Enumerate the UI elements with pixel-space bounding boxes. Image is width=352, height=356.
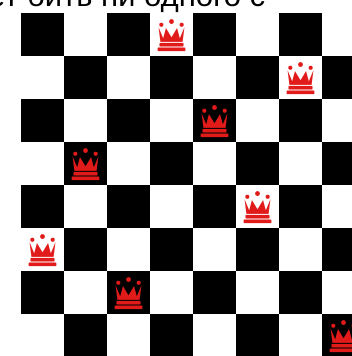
board-square: [193, 271, 236, 314]
queen-icon: [325, 317, 352, 354]
board-square: [279, 228, 322, 271]
chessboard: [21, 13, 352, 356]
board-square: [193, 314, 236, 356]
queen-icon: [153, 16, 190, 53]
caption-text: ет бить ни одного с: [0, 0, 352, 14]
board-square: [150, 228, 193, 271]
board-square: [322, 13, 352, 56]
board-square: [193, 228, 236, 271]
board-square: [150, 142, 193, 185]
board-square: [64, 56, 107, 99]
board-square: [279, 185, 322, 228]
board-square: [322, 314, 352, 356]
board-square: [21, 13, 64, 56]
queen-icon: [196, 102, 233, 139]
board-square: [279, 99, 322, 142]
board-square: [279, 13, 322, 56]
board-square: [107, 99, 150, 142]
board-square: [107, 56, 150, 99]
board-square: [107, 228, 150, 271]
board-square: [236, 314, 279, 356]
board-square: [322, 185, 352, 228]
board-square: [236, 271, 279, 314]
board-square: [107, 142, 150, 185]
board-square: [193, 56, 236, 99]
board-square: [150, 56, 193, 99]
board-square: [150, 271, 193, 314]
queen-icon: [282, 59, 319, 96]
board-square: [322, 99, 352, 142]
board-square: [21, 228, 64, 271]
board-square: [236, 185, 279, 228]
board-square: [64, 13, 107, 56]
board-square: [64, 142, 107, 185]
board-square: [279, 56, 322, 99]
board-square: [21, 271, 64, 314]
board-square: [64, 314, 107, 356]
board-square: [322, 271, 352, 314]
board-square: [21, 99, 64, 142]
board-square: [279, 314, 322, 356]
board-square: [64, 228, 107, 271]
board-square: [21, 185, 64, 228]
board-square: [322, 142, 352, 185]
board-square: [193, 13, 236, 56]
board-square: [21, 142, 64, 185]
board-square: [107, 185, 150, 228]
board-square: [150, 99, 193, 142]
board-square: [64, 185, 107, 228]
board-square: [21, 314, 64, 356]
board-square: [236, 142, 279, 185]
board-square: [107, 13, 150, 56]
board-square: [193, 99, 236, 142]
board-square: [279, 271, 322, 314]
queen-icon: [24, 231, 61, 268]
queen-icon: [67, 145, 104, 182]
board-square: [107, 314, 150, 356]
queen-icon: [110, 274, 147, 311]
board-square: [21, 56, 64, 99]
board-square: [236, 13, 279, 56]
board-square: [64, 99, 107, 142]
board-square: [150, 185, 193, 228]
board-square: [193, 142, 236, 185]
board-square: [64, 271, 107, 314]
board-square: [322, 228, 352, 271]
board-square: [236, 99, 279, 142]
board-square: [193, 185, 236, 228]
board-square: [279, 142, 322, 185]
board-square: [107, 271, 150, 314]
board-square: [236, 228, 279, 271]
queen-icon: [239, 188, 276, 225]
board-square: [322, 56, 352, 99]
board-square: [236, 56, 279, 99]
board-square: [150, 13, 193, 56]
board-square: [150, 314, 193, 356]
